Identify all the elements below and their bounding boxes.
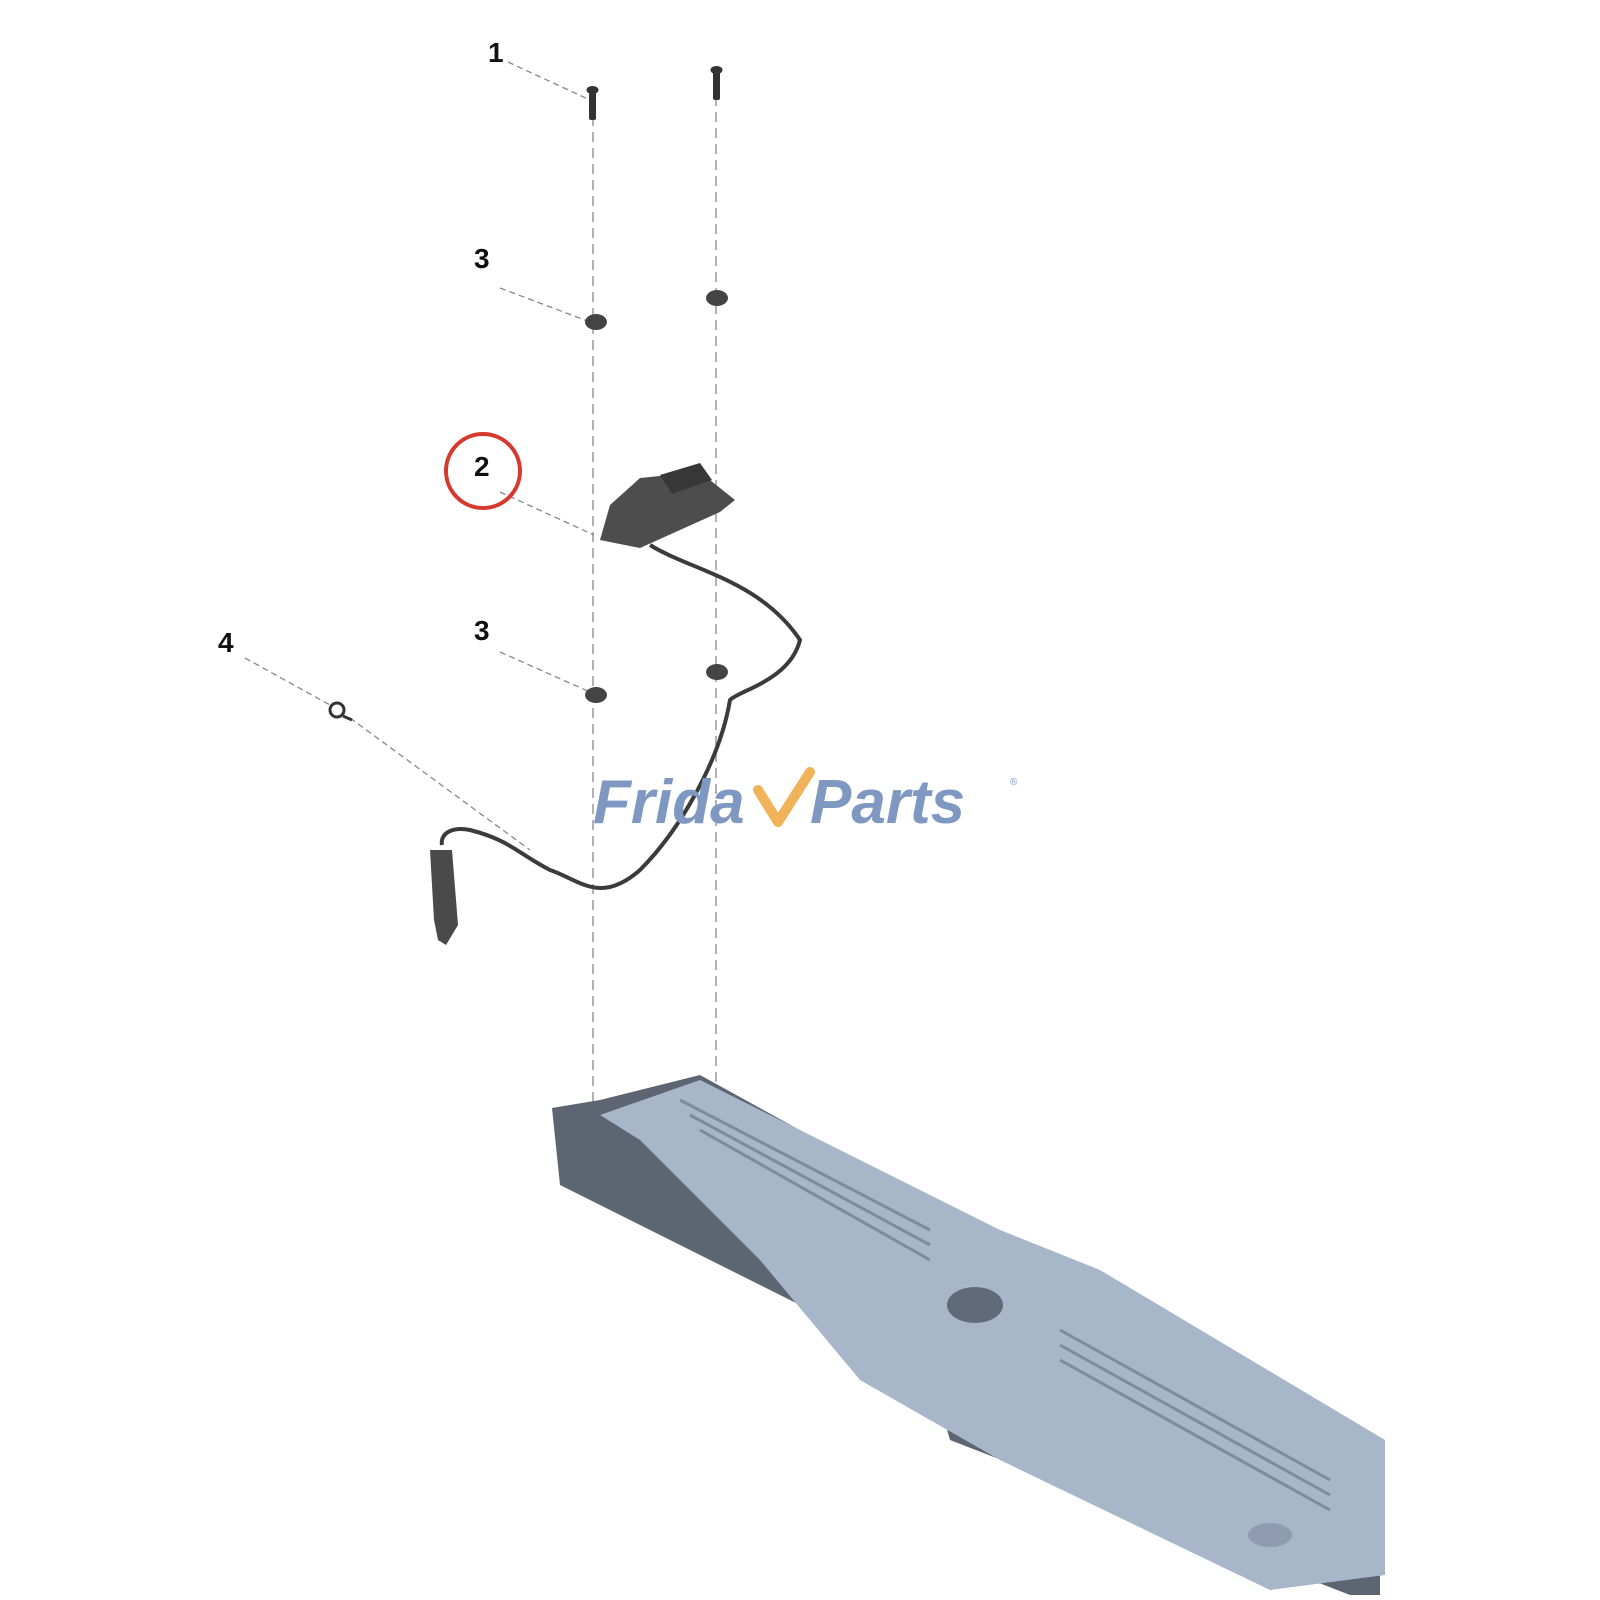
leader-line-2 <box>499 491 595 536</box>
grommet-lower-right <box>706 664 728 680</box>
bolt-right <box>713 70 720 100</box>
sensor-module-part-2 <box>430 463 803 945</box>
leader-line-3-upper <box>499 287 591 323</box>
bolt-part-1 <box>586 66 723 120</box>
valve-cover-port <box>1248 1523 1292 1547</box>
bolt-left <box>589 90 596 120</box>
valve-cover-ribs <box>679 1098 1331 1512</box>
valve-cover-top <box>600 1080 1385 1590</box>
sensor-module-connector <box>660 463 712 494</box>
valve-cover <box>552 1075 1385 1595</box>
leader-line-4 <box>244 657 331 706</box>
leader-line-4-b <box>349 717 531 851</box>
grommet-upper-right <box>706 290 728 306</box>
watermark-word-2: Parts <box>810 768 965 837</box>
leader-lines <box>244 61 595 851</box>
bolt-right-head <box>710 66 723 74</box>
brand-watermark: Frida Parts ® <box>593 767 1018 837</box>
callout-4: 4 <box>218 627 234 658</box>
clip-tail <box>342 714 353 722</box>
callout-3-upper: 3 <box>474 243 490 274</box>
callout-3-lower: 3 <box>474 615 490 646</box>
grommet-upper-left <box>585 314 607 330</box>
leader-line-1 <box>507 61 591 101</box>
callout-1: 1 <box>488 37 504 68</box>
bolt-left-head <box>586 86 599 94</box>
callout-labels: 1 2 3 3 4 <box>218 37 522 658</box>
watermark-word-1: Frida <box>593 768 745 837</box>
sensor-module-body <box>600 472 735 548</box>
grommets-part-3 <box>585 290 728 703</box>
grommet-lower-left <box>585 687 607 703</box>
sensor-cable <box>439 543 803 890</box>
leader-line-3-lower <box>499 651 591 693</box>
clip-ring <box>328 701 346 719</box>
callout-2: 2 <box>474 451 490 482</box>
valve-cover-oil-cap <box>947 1287 1003 1323</box>
watermark-registered-mark: ® <box>1010 777 1018 788</box>
watermark-accent-mark <box>753 767 815 827</box>
highlight-circle <box>444 432 522 510</box>
sensor-probe <box>430 850 458 945</box>
clip-part-4 <box>328 701 353 722</box>
assembly-axis-lines <box>592 80 717 1120</box>
